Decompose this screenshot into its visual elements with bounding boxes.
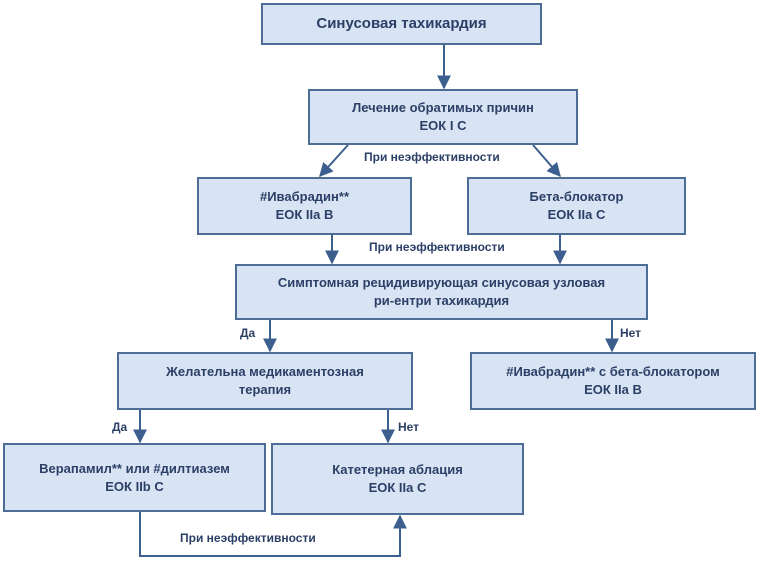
node-abl-line2: ЕОК IIa C bbox=[368, 480, 427, 495]
node-beta-line2: ЕОК IIa C bbox=[547, 207, 606, 222]
node-catheter-ablation: Катетерная аблация ЕОК IIa C bbox=[271, 443, 524, 515]
node-treat-line2: ЕОК I C bbox=[419, 118, 467, 133]
node-beta-line1: Бета-блокатор bbox=[529, 189, 624, 204]
node-ivabradine: #Ивабрадин** ЕОК IIa B bbox=[197, 177, 412, 235]
node-drug-therapy-desired: Желательна медикаментозная терапия bbox=[117, 352, 413, 410]
node-abl-line1: Катетерная аблация bbox=[332, 462, 463, 477]
label-ineffective-2: При неэффективности bbox=[369, 240, 505, 254]
arrow-treat-to-ivab bbox=[319, 144, 349, 178]
node-treat-line1: Лечение обратимых причин bbox=[352, 100, 534, 115]
arrow-vera-to-abl bbox=[139, 512, 407, 557]
label-no-1: Нет bbox=[620, 326, 642, 340]
label-no-2: Нет bbox=[398, 420, 420, 434]
node-ivabradine-with-beta: #Ивабрадин** с бета-блокатором ЕОК IIa B bbox=[470, 352, 756, 410]
node-sinus-tachycardia: Синусовая тахикардия bbox=[261, 3, 542, 45]
node-sym-line1: Симптомная рецидивирующая синусовая узло… bbox=[277, 275, 606, 290]
node-ivab-line1: #Ивабрадин** bbox=[259, 189, 350, 204]
node-treat-reversible: Лечение обратимых причин ЕОК I C bbox=[308, 89, 578, 145]
node-ivabbeta-line1: #Ивабрадин** с бета-блокатором bbox=[506, 364, 720, 379]
node-sinus-line1: Синусовая тахикардия bbox=[316, 15, 487, 32]
node-ivab-line2: ЕОК IIa B bbox=[275, 207, 334, 222]
label-ineffective-1: При неэффективности bbox=[364, 150, 500, 164]
arrow-treat-to-beta bbox=[532, 144, 561, 178]
node-med-line1: Желательна медикаментозная bbox=[166, 364, 364, 379]
node-sym-line2: ри-ентри тахикардия bbox=[373, 293, 510, 308]
label-yes-1: Да bbox=[240, 326, 256, 340]
label-yes-2: Да bbox=[112, 420, 128, 434]
node-vera-line1: Верапамил** или #дилтиазем bbox=[39, 460, 230, 476]
node-med-line2: терапия bbox=[238, 382, 292, 397]
node-beta-blocker: Бета-блокатор ЕОК IIa C bbox=[467, 177, 686, 235]
node-ivabbeta-line2: ЕОК IIa B bbox=[584, 382, 642, 397]
label-ineffective-3: При неэффективности bbox=[180, 531, 316, 545]
node-vera-line2: ЕОК IIb C bbox=[105, 478, 164, 494]
node-verapamil: Верапамил** или #дилтиазем ЕОК IIb C bbox=[3, 443, 266, 512]
node-symptomatic-snrt: Симптомная рецидивирующая синусовая узло… bbox=[235, 264, 648, 320]
